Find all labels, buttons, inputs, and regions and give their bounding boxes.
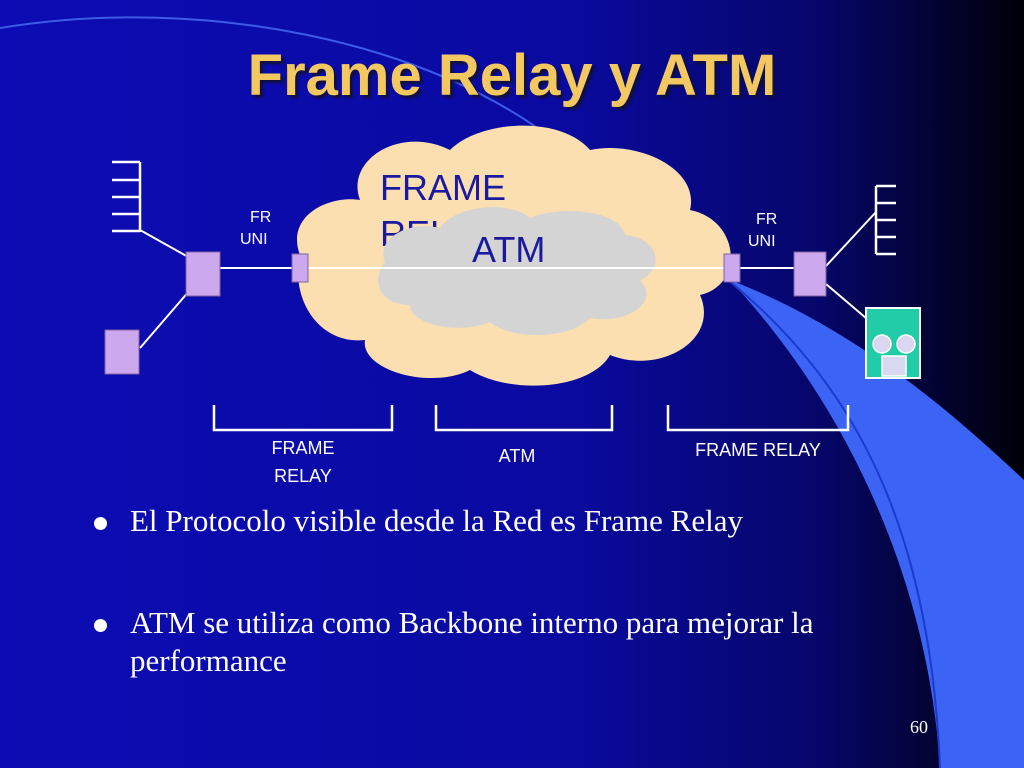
decorative-arc	[0, 16, 561, 146]
left-fr-uni-port	[291, 253, 309, 283]
right-fr-uni-label-line1: FR	[756, 211, 777, 228]
bullet-dot-icon	[94, 619, 107, 632]
segment-brackets	[212, 405, 850, 432]
left-switch-icon	[185, 251, 221, 297]
right-fr-uni-label-line2: UNI	[748, 233, 776, 250]
bullet-dot-icon	[94, 517, 107, 530]
segment-label-frame-relay-left-line2: RELAY	[274, 466, 332, 486]
host-rack-icon	[874, 184, 896, 256]
link-beam	[730, 280, 1024, 768]
bullet-item: ATM se utiliza como Backbone interno par…	[92, 604, 972, 680]
host-rack-icon	[112, 160, 142, 233]
left-host-icon	[104, 329, 140, 375]
segment-label-atm: ATM	[499, 446, 536, 466]
right-fr-uni-port	[723, 253, 741, 283]
right-switch-icon	[793, 251, 827, 297]
left-fr-uni-label-line2: UNI	[240, 231, 268, 248]
slide-title: Frame Relay y ATM	[247, 43, 777, 108]
atm-cloud-label: ATM	[472, 229, 545, 270]
bullet-list: El Protocolo visible desde la Red es Fra…	[92, 502, 972, 746]
frame-relay-cloud-label-line1: FRAME	[380, 167, 506, 208]
terminal-icon	[865, 307, 921, 379]
page-number: 60	[910, 717, 928, 737]
atm-cloud	[378, 207, 656, 336]
segment-label-frame-relay-left-line1: FRAME	[272, 438, 335, 458]
left-fr-uni-label-line1: FR	[250, 209, 271, 226]
segment-label-frame-relay-right: FRAME RELAY	[695, 440, 821, 460]
bullet-item: El Protocolo visible desde la Red es Fra…	[92, 502, 972, 540]
